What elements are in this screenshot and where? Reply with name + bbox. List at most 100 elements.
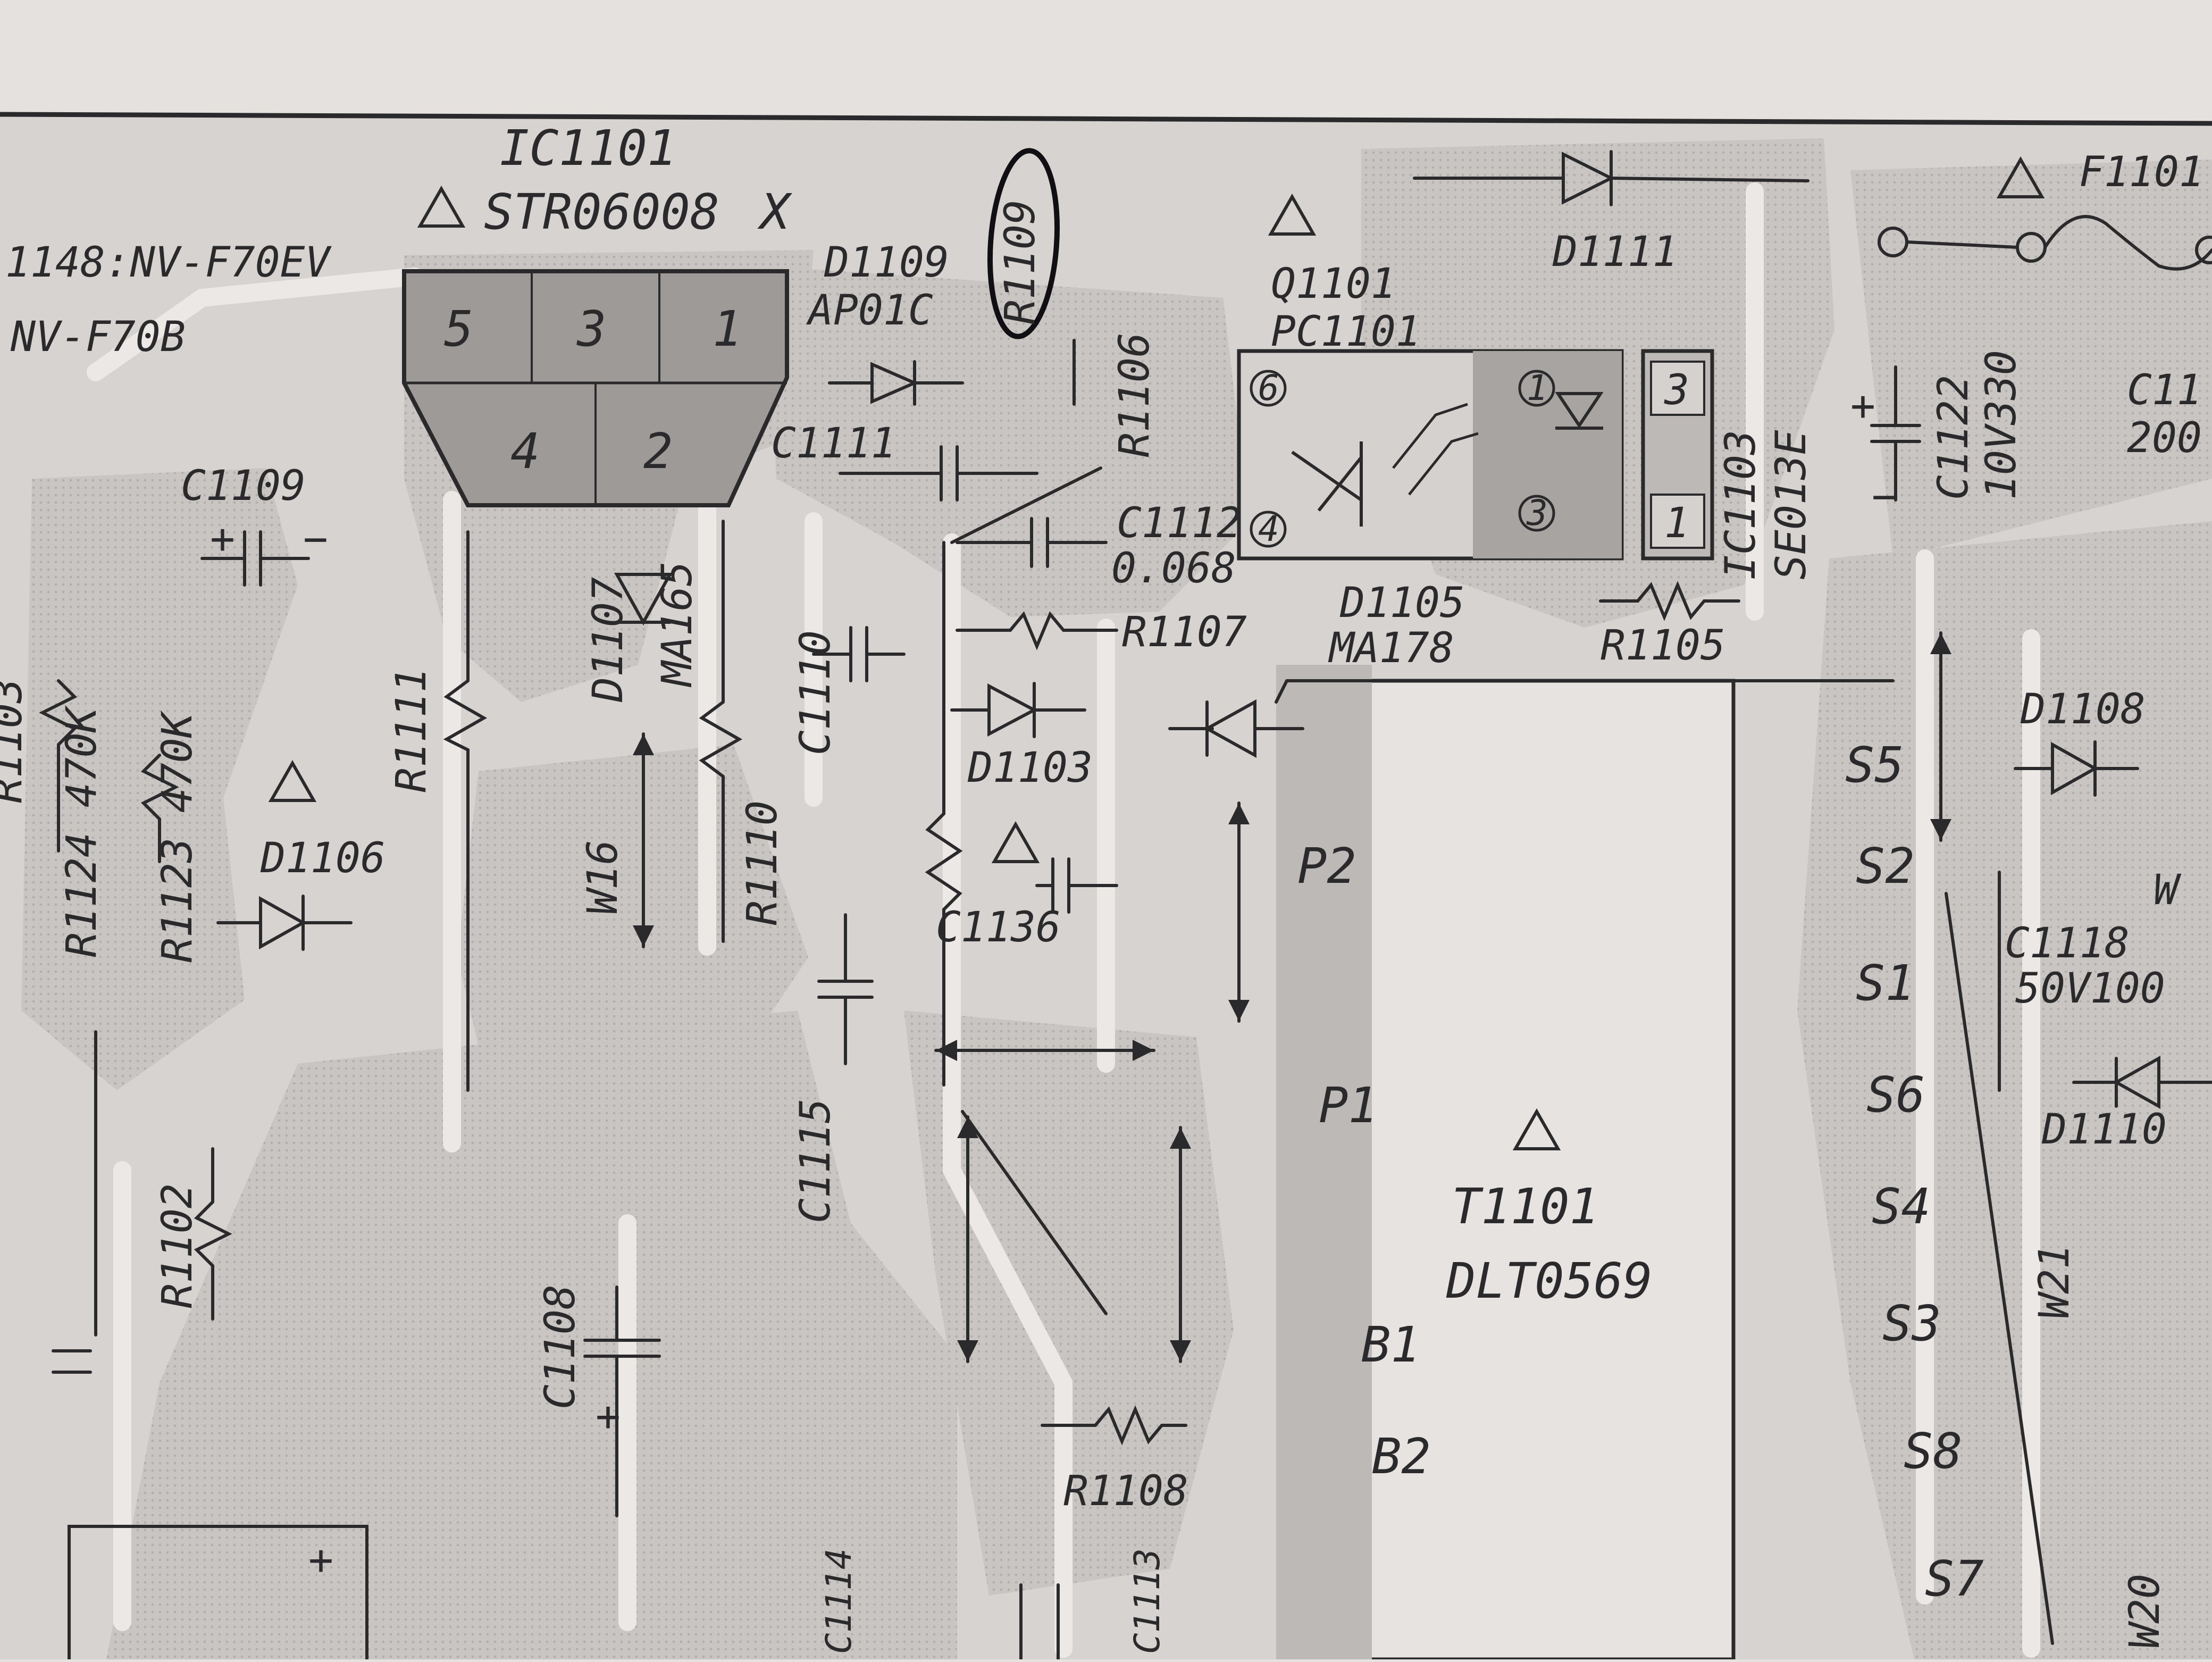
w16-label: W16	[579, 840, 627, 915]
ic-pin-2: 2	[643, 423, 673, 480]
c1108-label: C1108	[537, 1284, 584, 1409]
pin-s3-label: S3	[1882, 1295, 1941, 1352]
d1106-label: D1106	[260, 834, 386, 882]
c1109-plus-mark: +	[210, 515, 235, 563]
t1101-label: T1101	[1452, 1178, 1599, 1235]
hazard-icon	[991, 821, 1040, 863]
r1109-label: R1109	[996, 199, 1044, 324]
c1111-label: C1111	[771, 420, 896, 467]
d1110-label: D1110	[2041, 1106, 2167, 1154]
d1107-part-label: MA165	[653, 561, 701, 688]
c1122-label: C1122	[1930, 375, 1978, 500]
ic1103-part-label: SE013E	[1767, 430, 1815, 580]
ic1103-package: 3 1	[1641, 349, 1714, 561]
pin-b1-label: B1	[1361, 1316, 1420, 1373]
hazard-icon	[417, 185, 466, 228]
ic-pin-3: 3	[576, 300, 606, 357]
f1101-label: F1101	[2079, 148, 2204, 196]
pin-s4-label: S4	[1872, 1178, 1931, 1235]
c1122-minus-mark: −	[1872, 473, 1897, 521]
c1110-label: C1110	[792, 630, 840, 755]
r1103-label: R1103	[0, 678, 31, 803]
c1109-minus-mark: −	[303, 515, 328, 563]
c1113-partial-label: C1113	[1127, 1548, 1168, 1654]
r1107-label: R1107	[1122, 608, 1247, 656]
c1109-label: C1109	[181, 462, 306, 510]
hazard-icon	[1268, 193, 1317, 236]
transformer-primary-pad	[1276, 665, 1372, 1659]
q1101-label: Q1101	[1271, 260, 1396, 308]
r1123-label: R1123 470K	[154, 710, 202, 963]
ic1103-pin-1: 1	[1664, 499, 1689, 547]
ic1101-ref-label: IC1101	[500, 120, 676, 177]
hazard-icon	[1512, 1108, 1561, 1150]
ic-pin-1: 1	[713, 300, 742, 357]
c1108-plus-mark: +	[596, 1393, 621, 1441]
r1110-label: R1110	[739, 800, 786, 925]
pin-s7-label: S7	[1925, 1550, 1984, 1607]
c1136-label: C1136	[936, 904, 1061, 951]
frame-top-line	[0, 112, 2212, 126]
d1105-part-label: MA178	[1328, 624, 1454, 672]
pin-s1-label: S1	[1856, 955, 1915, 1012]
c1122-plus-mark: +	[1850, 382, 1875, 430]
d1108-label: D1108	[2020, 686, 2146, 733]
ic1101-package: 5 3 1 4 2	[402, 269, 789, 507]
pin-p2-label: P2	[1297, 838, 1356, 895]
model-label-1: 1148:NV-F70EV	[5, 239, 332, 287]
ic-pin-4: 4	[510, 423, 540, 480]
r1106-label: R1106	[1111, 332, 1159, 457]
r1105-label: R1105	[1601, 622, 1725, 670]
ic1103-pin-3: 3	[1664, 366, 1689, 414]
hazard-icons	[268, 156, 2045, 1150]
d1109-part-label: AP01C	[806, 287, 933, 335]
arrowheads	[633, 633, 1951, 1362]
model-label-2: NV-F70B	[10, 313, 186, 361]
w21-label: W21	[2031, 1244, 2079, 1319]
c1118-value-label: 50V100	[2015, 965, 2165, 1013]
schematic-lines	[39, 150, 2212, 1662]
r1124-label: R1124 470K	[58, 705, 106, 957]
transformer-outline	[1317, 679, 1736, 1661]
hazard-icon	[1996, 156, 2045, 198]
w20-label: W20	[2121, 1574, 2169, 1649]
d1105-label: D1105	[1339, 579, 1465, 627]
labels: IC1101 STR06008 X 1148:NV-F70EV NV-F70B …	[0, 120, 2204, 1654]
c1114-partial-label: C1114	[818, 1548, 859, 1654]
pc1101-package: 6 1 4 3	[1237, 349, 1624, 561]
pin-b2-label: B2	[1372, 1428, 1431, 1485]
c1112-value-label: 0.068	[1111, 545, 1236, 592]
hazard-icon	[268, 759, 317, 802]
d1103-label: D1103	[967, 744, 1093, 792]
r1102-label: R1102	[154, 1183, 202, 1308]
pin-s6-label: S6	[1866, 1066, 1925, 1123]
t1101-part-label: DLT0569	[1446, 1252, 1653, 1309]
d1107-label: D1107	[584, 577, 632, 703]
pc1101-label: PC1101	[1271, 308, 1421, 356]
box-plus-mark: +	[308, 1536, 333, 1584]
c1112-label: C1112	[1117, 499, 1242, 547]
d1111-label: D1111	[1552, 228, 1678, 276]
c1124-partial-label: C11	[2127, 366, 2202, 414]
ic1103-label: IC1103	[1717, 430, 1765, 580]
ic1101-x-mark: X	[757, 183, 793, 240]
pin-p1-label: P1	[1319, 1077, 1378, 1134]
pc-pin-3: 3	[1526, 492, 1548, 533]
d1109-label: D1109	[824, 239, 949, 287]
pc-pin-1: 1	[1527, 368, 1548, 408]
pin-s8-label: S8	[1904, 1423, 1963, 1480]
pc-pin-6: 6	[1258, 368, 1279, 408]
r1111-label: R1111	[388, 667, 435, 792]
c1118-label: C1118	[2005, 920, 2130, 967]
c1115-label: C1115	[792, 1098, 840, 1223]
ic1101-part-label: STR06008	[484, 183, 719, 240]
pen-circle-mark	[987, 148, 1060, 339]
c1122-value-label: 10V330	[1978, 350, 2025, 500]
c1124-value-partial-label: 200	[2127, 414, 2202, 462]
w-partial-label: W	[2154, 866, 2182, 914]
ic-pin-5: 5	[444, 300, 473, 357]
pc-pin-4: 4	[1258, 508, 1279, 549]
r1108-label: R1108	[1063, 1467, 1188, 1515]
